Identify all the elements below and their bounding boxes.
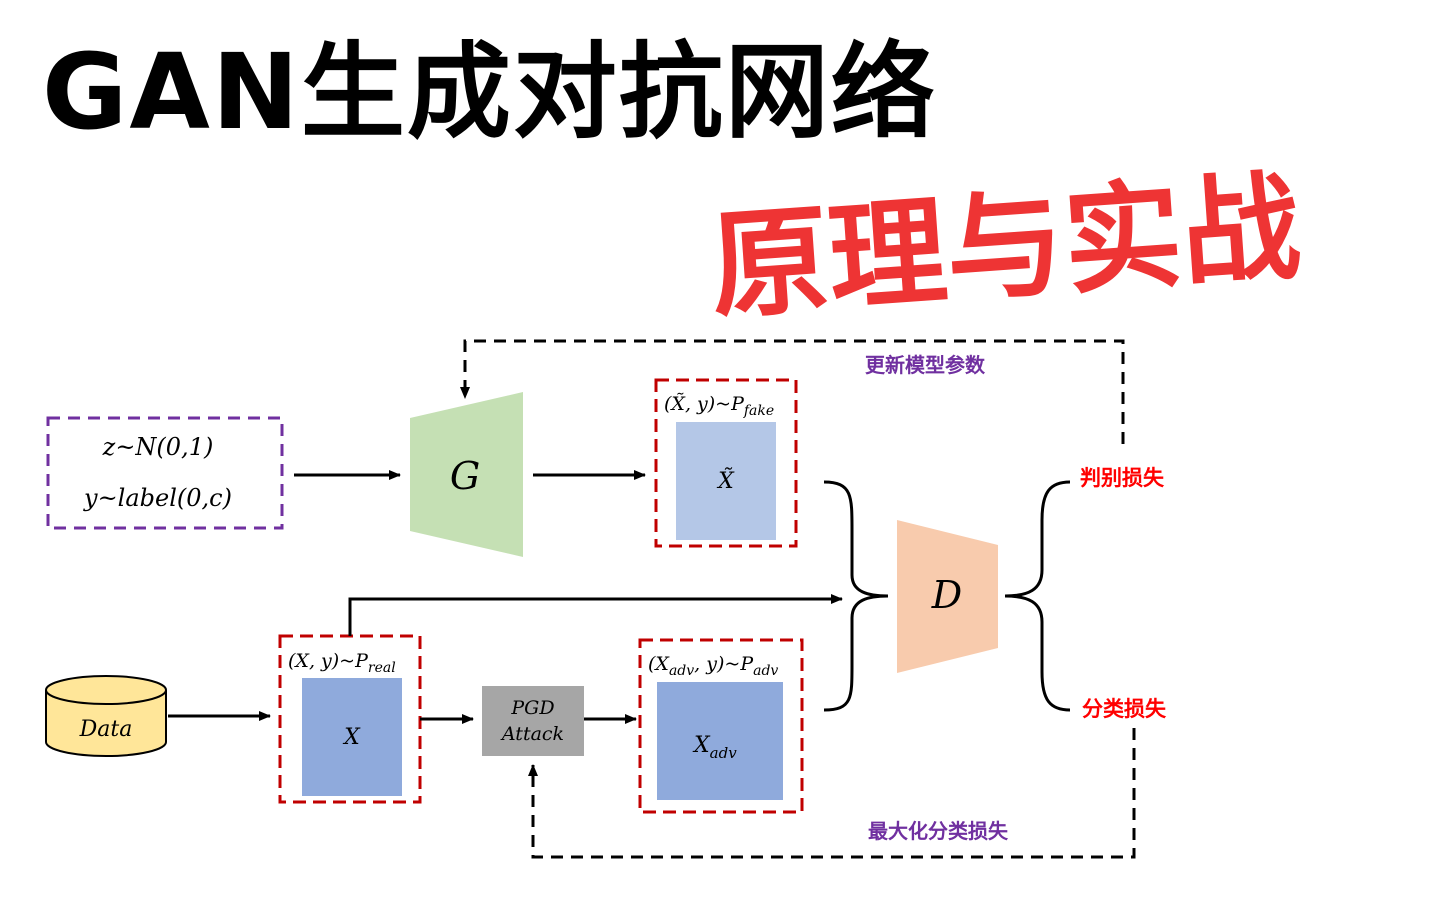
update-params-feedback-path [460, 339, 1125, 444]
noise-line-1: z~N(0,1) [102, 433, 214, 461]
noise-input-border [46, 416, 284, 530]
data-label: Data [79, 717, 133, 742]
data-cylinder-top [45, 675, 167, 705]
discriminator-node: D [897, 520, 998, 673]
real-dist-label: (X, y)~Preal [288, 650, 396, 676]
data-cylinder-body [45, 690, 167, 757]
disc-loss-label: 判别损失 [1080, 465, 1165, 490]
page-title: GAN生成对抗网络 [42, 31, 937, 153]
fake-sample-border [654, 378, 798, 548]
discriminator-input-brace [823, 480, 889, 712]
fake-dist-label: (X̃, y)~Pfake [664, 393, 774, 419]
generator-label: G [450, 454, 480, 498]
adv-sample-border [638, 638, 804, 814]
fake-sample-label: X̃ [716, 468, 735, 494]
noise-input-node: z~N(0,1) y~label(0,c) [46, 416, 284, 530]
adv-dist-label: (Xadv, y)~Padv [648, 653, 778, 679]
fake-sample-block [676, 422, 776, 540]
discriminator-shape [897, 520, 998, 673]
update-params-label: 更新模型参数 [865, 353, 986, 377]
max-cls-loss-label: 最大化分类损失 [868, 819, 1009, 843]
pgd-attack-line-1: PGD [510, 697, 554, 719]
adv-sample-label: Xadv [692, 733, 737, 762]
noise-line-2: y~label(0,c) [83, 484, 232, 512]
real-sample-block [302, 678, 402, 796]
pgd-attack-node: PGD Attack [482, 686, 584, 756]
cls-loss-label: 分类损失 [1082, 696, 1167, 721]
pgd-attack-block [482, 686, 584, 756]
adv-sample-node: (Xadv, y)~Padv Xadv [638, 638, 804, 814]
data-node: Data [45, 675, 167, 757]
generator-shape [410, 392, 523, 557]
pgd-attack-line-2: Attack [500, 723, 564, 745]
max-cls-loss-feedback-path [528, 728, 1136, 859]
real-sample-node: (X, y)~Preal X [278, 634, 422, 804]
discriminator-output-brace [1004, 480, 1071, 712]
adv-sample-block [657, 682, 783, 800]
discriminator-label: D [931, 573, 962, 617]
real-sample-label: X [342, 725, 361, 750]
arrow-real-to-discriminator [348, 594, 843, 636]
fake-sample-node: (X̃, y)~Pfake X̃ [654, 378, 798, 548]
generator-node: G [410, 392, 523, 557]
